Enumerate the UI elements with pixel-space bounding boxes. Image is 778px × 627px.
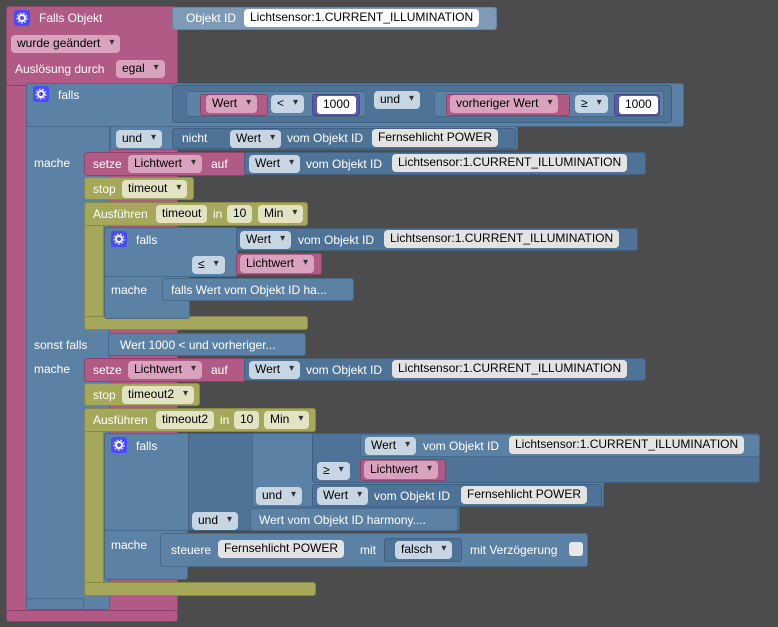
falls-objekt-label: Falls Objekt: [39, 11, 103, 25]
unit-dropdown[interactable]: Min: [258, 205, 304, 223]
und-dropdown-1[interactable]: und: [374, 91, 421, 109]
ausfuehren-block-2-footer: [84, 582, 316, 596]
mit-label: mit: [360, 543, 376, 557]
falsch-dropdown[interactable]: falsch: [395, 541, 453, 559]
objekt-id-field[interactable]: Lichtsensor:1.CURRENT_ILLUMINATION: [244, 9, 480, 27]
auf-label: auf: [211, 157, 228, 171]
checkbox-icon[interactable]: [569, 542, 583, 556]
unit-dropdown[interactable]: Min: [264, 411, 310, 429]
und-dropdown-2[interactable]: und: [116, 130, 163, 148]
collapsed-block-text: falls Wert vom Objekt ID ha...: [171, 283, 327, 297]
falls-label: falls: [136, 233, 158, 247]
timeout2-dropdown[interactable]: timeout2: [122, 386, 195, 404]
in-label: in: [213, 207, 223, 221]
fernsehlicht-power-field[interactable]: Fernsehlicht POWER: [461, 486, 588, 504]
wert-dropdown[interactable]: Wert: [249, 361, 301, 379]
vorheriger-wert-dropdown[interactable]: vorheriger Wert: [450, 95, 559, 113]
steuere-label: steuere: [171, 543, 212, 557]
lichtwert-dropdown[interactable]: Lichtwert: [364, 461, 439, 479]
mache-label: mache: [34, 156, 71, 170]
vom-objekt-id-label: vom Objekt ID: [423, 439, 500, 453]
vom-objekt-id-label: vom Objekt ID: [298, 233, 375, 247]
gear-icon[interactable]: [111, 437, 127, 453]
objekt-id-field[interactable]: Lichtsensor:1.CURRENT_ILLUMINATION: [384, 230, 620, 248]
und-dropdown-4[interactable]: und: [192, 512, 239, 530]
stop-label: stop: [93, 388, 116, 402]
mache-label: mache: [34, 362, 71, 376]
ausfuehren-block-2[interactable]: [84, 408, 104, 596]
falls-label: falls: [136, 439, 158, 453]
vom-objekt-id-label: vom Objekt ID: [306, 157, 383, 171]
timeout-dropdown[interactable]: timeout: [122, 180, 188, 198]
wert-dropdown-2[interactable]: Wert: [230, 130, 282, 148]
vom-objekt-id-label: vom Objekt ID: [287, 131, 364, 145]
ge-operator-dropdown[interactable]: ≥: [317, 462, 350, 480]
le-operator-dropdown[interactable]: ≤: [192, 256, 225, 274]
stop-label: stop: [93, 182, 116, 196]
gear-icon[interactable]: [33, 86, 49, 102]
und-dropdown-3[interactable]: und: [256, 487, 303, 505]
egal-dropdown[interactable]: egal: [116, 60, 165, 78]
objekt-id-label: Objekt ID: [186, 11, 237, 25]
ausfuehren-block-1-footer: [84, 316, 308, 330]
duration-field[interactable]: 10: [234, 411, 260, 429]
setze-label: setze: [93, 363, 122, 377]
lichtwert-dropdown[interactable]: Lichtwert: [240, 255, 315, 273]
wert-dropdown[interactable]: Wert: [206, 95, 258, 113]
wert-dropdown-2[interactable]: Wert: [317, 487, 369, 505]
objekt-id-field[interactable]: Lichtsensor:1.CURRENT_ILLUMINATION: [392, 360, 628, 378]
gear-icon[interactable]: [14, 10, 30, 26]
trigger-block-footer: [6, 610, 178, 622]
vom-objekt-id-label: vom Objekt ID: [306, 363, 383, 377]
wert-dropdown[interactable]: Wert: [240, 231, 292, 249]
timeout-name-field[interactable]: timeout2: [156, 411, 215, 429]
objekt-id-field[interactable]: Lichtsensor:1.CURRENT_ILLUMINATION: [509, 436, 745, 454]
setze-label: setze: [93, 157, 122, 171]
variable-dropdown[interactable]: Lichtwert: [128, 361, 203, 379]
collapsed-block-text: Wert vom Objekt ID harmony....: [259, 513, 426, 527]
ge-operator-dropdown[interactable]: ≥: [575, 95, 608, 113]
lt-operator-dropdown[interactable]: <: [271, 95, 305, 113]
collapsed-block-3[interactable]: [250, 508, 458, 531]
falls-label: falls: [58, 88, 80, 102]
collapsed-block-2[interactable]: [108, 333, 306, 356]
if-block-bottom: [26, 598, 84, 610]
wert-dropdown[interactable]: Wert: [249, 155, 301, 173]
wert-dropdown[interactable]: Wert: [365, 437, 417, 455]
number-field-1000b[interactable]: 1000: [619, 96, 658, 114]
auf-label: auf: [211, 363, 228, 377]
fernsehlicht-power-field[interactable]: Fernsehlicht POWER: [372, 129, 499, 147]
wurde-geaendert-dropdown[interactable]: wurde geändert: [11, 35, 121, 53]
number-field-1000a[interactable]: 1000: [317, 96, 356, 114]
mache-label: mache: [111, 538, 148, 552]
variable-dropdown[interactable]: Lichtwert: [128, 155, 203, 173]
ausloesung-durch-label: Auslösung durch: [15, 62, 105, 76]
nicht-label: nicht: [182, 131, 208, 145]
vom-objekt-id-label: vom Objekt ID: [374, 489, 451, 503]
in-label: in: [220, 413, 230, 427]
gear-icon[interactable]: [111, 231, 127, 247]
objekt-id-field[interactable]: Lichtsensor:1.CURRENT_ILLUMINATION: [392, 154, 628, 172]
sonst-falls-label: sonst falls: [34, 338, 88, 352]
timeout-name-field[interactable]: timeout: [156, 205, 208, 223]
collapsed-block-text: Wert 1000 < und vorheriger...: [120, 338, 276, 352]
ausfuehren-label: Ausführen: [93, 207, 148, 221]
duration-field[interactable]: 10: [227, 205, 253, 223]
mache-label: mache: [111, 283, 148, 297]
ausfuehren-label: Ausführen: [93, 413, 148, 427]
mit-verzoegerung-label: mit Verzögerung: [470, 543, 558, 557]
steuere-object-field[interactable]: Fernsehlicht POWER: [218, 540, 345, 558]
collapsed-block-1[interactable]: [162, 278, 354, 301]
